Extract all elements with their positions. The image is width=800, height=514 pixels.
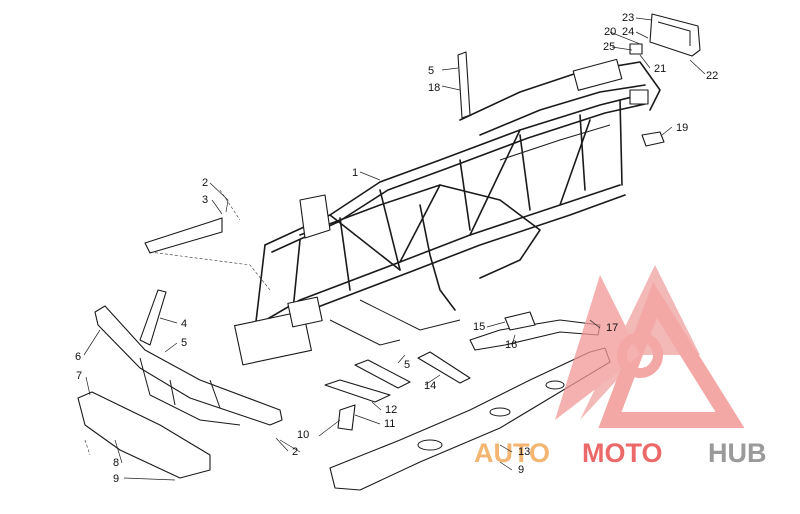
- callout-24: 24: [622, 26, 634, 38]
- callout-12: 12: [385, 404, 397, 416]
- watermark-hub-text: HUB: [708, 438, 767, 468]
- front-bumper-part-6: [94, 305, 283, 426]
- watermark-moto-text: MOTO: [582, 438, 663, 468]
- callout-1: 1: [352, 167, 358, 179]
- callout-5-mid: 5: [404, 359, 410, 371]
- callout-7: 7: [76, 370, 82, 382]
- callout-17: 17: [606, 322, 618, 334]
- callout-16: 16: [505, 339, 517, 351]
- callout-5-top: 5: [428, 65, 434, 77]
- bracket-part-11-12: [324, 379, 391, 431]
- callout-8: 8: [113, 457, 119, 469]
- leader-lines: [83, 17, 706, 481]
- callout-9-left: 9: [113, 473, 119, 485]
- strap-part-18: [457, 51, 471, 119]
- front-upright-part-4: [139, 289, 167, 346]
- callout-4: 4: [181, 318, 187, 330]
- decal-part-19: [641, 131, 665, 147]
- callout-15: 15: [473, 321, 485, 333]
- callout-2-bottom: 2: [292, 446, 298, 458]
- watermark-auto-text: AUTO: [474, 438, 550, 468]
- footrest-strips-part-14: [354, 351, 471, 389]
- automotohub-watermark-logo: [555, 265, 745, 428]
- callout-2-top: 2: [202, 177, 208, 189]
- front-skid-plate-part-7: [77, 391, 211, 479]
- callout-5-left: 5: [181, 337, 187, 349]
- callout-3: 3: [202, 194, 208, 206]
- callout-13: 13: [518, 446, 530, 458]
- callout-9-right: 9: [518, 464, 524, 476]
- callout-19: 19: [676, 122, 688, 134]
- callout-21: 21: [654, 63, 666, 75]
- callout-22: 22: [706, 70, 718, 82]
- callout-25: 25: [603, 41, 615, 53]
- callout-20: 20: [604, 26, 616, 38]
- callout-11: 11: [384, 418, 395, 430]
- callout-10: 10: [297, 429, 309, 441]
- main-frame: [234, 58, 661, 366]
- callout-18: 18: [428, 82, 440, 94]
- callout-23: 23: [622, 12, 634, 24]
- callout-6: 6: [75, 351, 81, 363]
- tail-light-part-23: [629, 13, 701, 57]
- bracket-parts-2-3: [144, 189, 271, 291]
- callout-14: 14: [424, 380, 436, 392]
